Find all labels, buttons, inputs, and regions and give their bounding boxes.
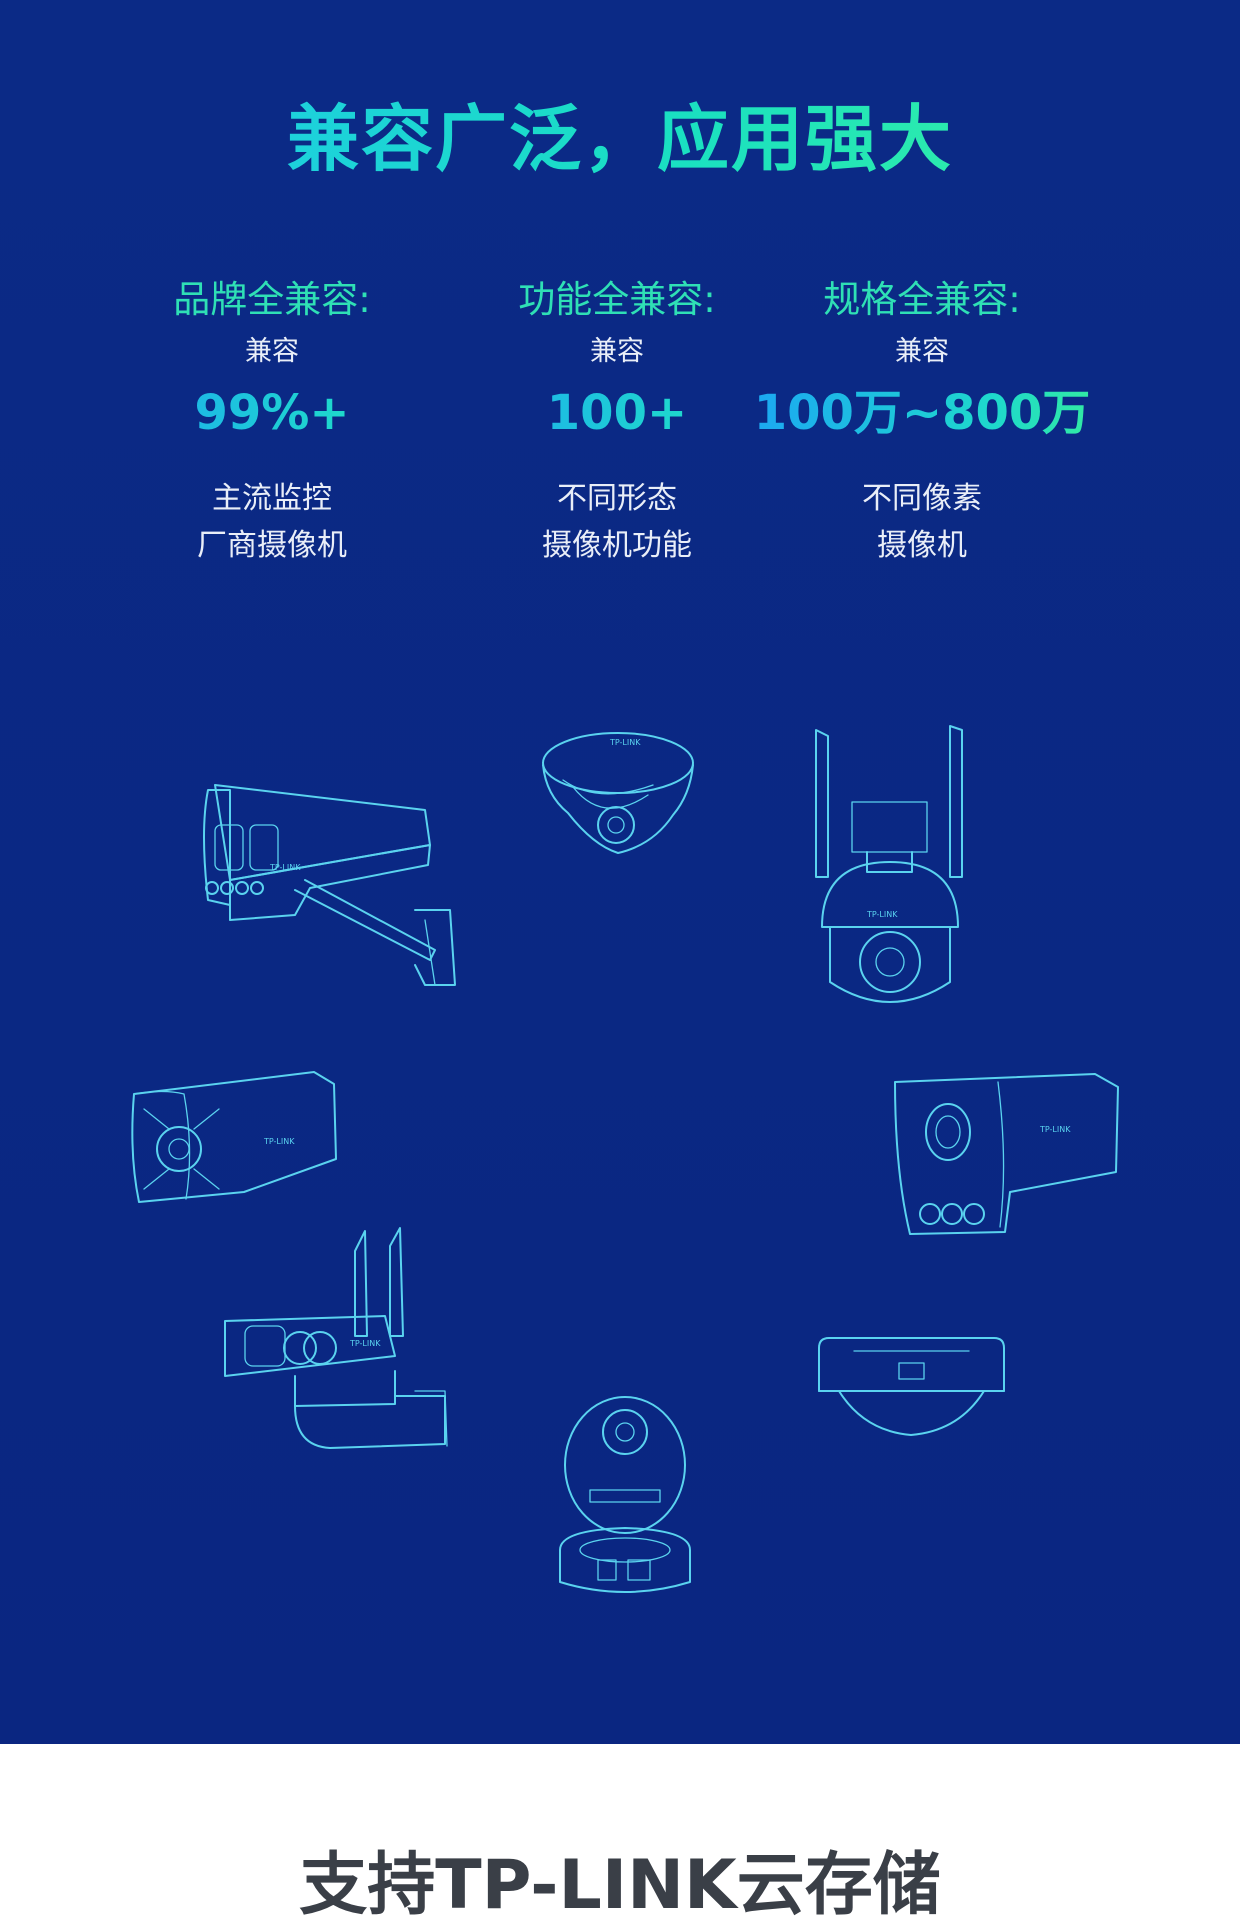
blue-feature-panel: 兼容广泛，应用强大 品牌全兼容: 兼容 99%+ 主流监控 厂商摄像机 功能全兼… (0, 0, 1240, 1744)
feature-brand-compat: 品牌全兼容: 兼容 99%+ 主流监控 厂商摄像机 (92, 278, 452, 569)
feature-spec-compat: 规格全兼容: 兼容 100万~800万 不同像素 摄像机 (742, 278, 1102, 569)
feature-desc-line: 主流监控 (212, 481, 332, 517)
feature-desc: 不同形态 摄像机功能 (437, 476, 797, 569)
ptz-antenna-camera-icon: TP-LINK (812, 722, 967, 1012)
feature-function-compat: 功能全兼容: 兼容 100+ 不同形态 摄像机功能 (437, 278, 797, 569)
feature-title: 规格全兼容: (823, 278, 1021, 321)
camera-brand-label: TP-LINK (269, 863, 301, 872)
camera-brand-label: TP-LINK (609, 738, 641, 747)
feature-desc-line: 不同像素 (862, 481, 982, 517)
camera-brand-label: TP-LINK (1039, 1125, 1071, 1134)
feature-value: 100+ (437, 385, 797, 443)
feature-desc-line: 不同形态 (557, 481, 677, 517)
feature-desc: 主流监控 厂商摄像机 (92, 476, 452, 569)
feature-value: 99%+ (92, 385, 452, 443)
wall-bullet-camera-icon: TP-LINK (200, 770, 470, 1000)
camera-brand-label: TP-LINK (866, 910, 898, 919)
camera-brand-label: TP-LINK (349, 1339, 381, 1348)
bullet-camera-right-icon: TP-LINK (890, 1062, 1120, 1242)
feature-sub: 兼容 (245, 336, 299, 368)
dual-antenna-bullet-camera-icon: TP-LINK (215, 1226, 450, 1456)
camera-brand-label: TP-LINK (263, 1137, 295, 1146)
feature-title: 品牌全兼容: (173, 278, 371, 321)
feature-desc-line: 摄像机功能 (542, 527, 692, 563)
dome-camera-icon: TP-LINK (538, 725, 698, 875)
feature-title: 功能全兼容: (518, 278, 716, 321)
feature-value: 100万~800万 (742, 385, 1102, 443)
page-headline: 兼容广泛，应用强大 (0, 99, 1240, 179)
home-ptz-camera-icon (550, 1390, 700, 1600)
feature-sub: 兼容 (895, 336, 949, 368)
feature-desc-line: 摄像机 (877, 527, 967, 563)
feature-desc-line: 厂商摄像机 (197, 527, 347, 563)
bullet-camera-icon: TP-LINK (124, 1064, 344, 1214)
feature-desc: 不同像素 摄像机 (742, 476, 1102, 569)
ceiling-fisheye-camera-icon (814, 1333, 1009, 1438)
cloud-storage-section-title: 支持TP-LINK云存储 (299, 1846, 941, 1925)
feature-sub: 兼容 (590, 336, 644, 368)
